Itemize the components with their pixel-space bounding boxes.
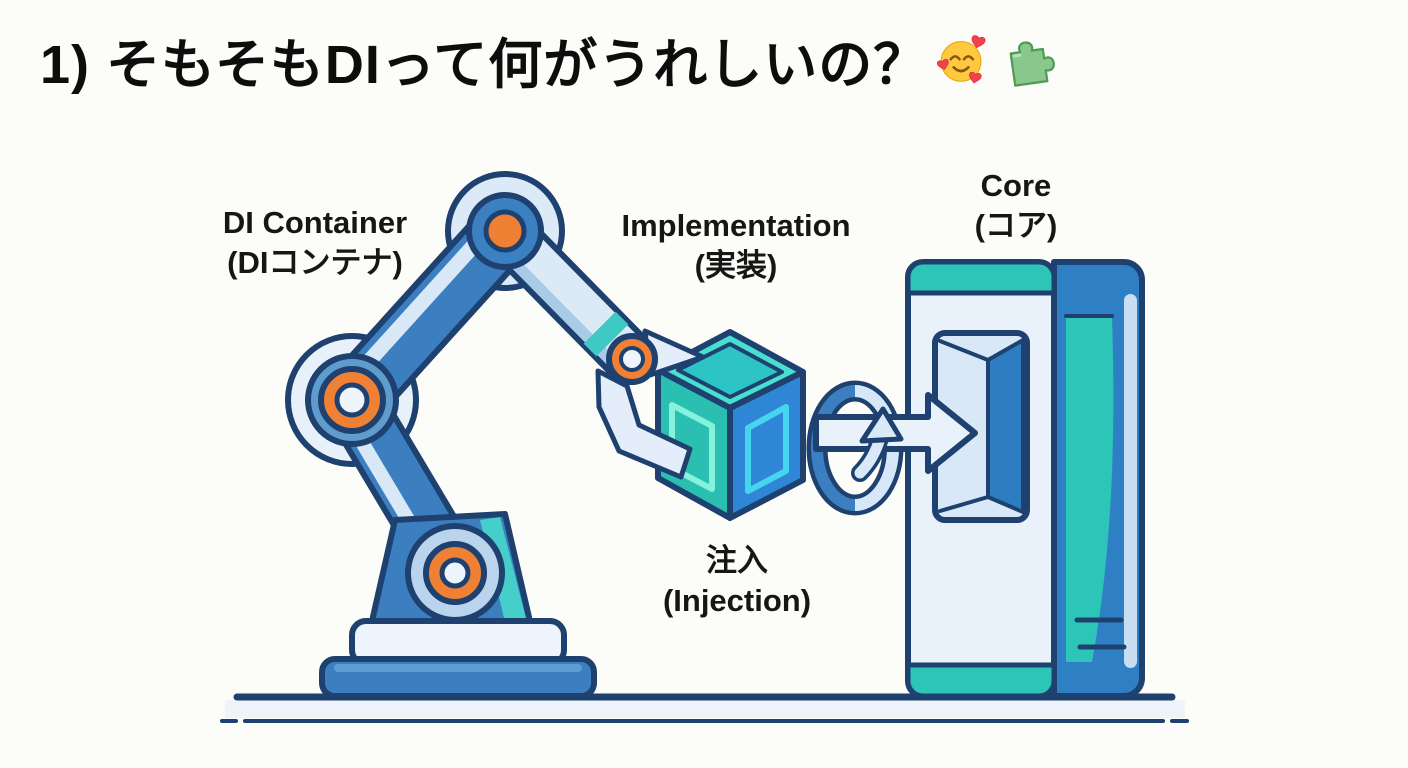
smiling-face-with-hearts-emoji [937, 34, 986, 83]
label-injection: 注入 (Injection) [663, 541, 811, 620]
elbow-joint [305, 353, 399, 447]
page-title: 1) そもそもDIって何がうれしいの？ [40, 20, 1056, 99]
label-di-container-ja: (DIコンテナ) [227, 244, 403, 280]
robot-arm [285, 171, 657, 699]
label-core-en: Core [980, 168, 1052, 203]
base-joint [405, 523, 505, 623]
label-implementation: Implementation (実装) [621, 206, 850, 285]
label-di-container-en: DI Container [222, 205, 408, 240]
injection-slot [932, 330, 1030, 523]
label-injection-ja: 注入 [705, 543, 768, 578]
shoulder-joint [466, 192, 544, 270]
label-di-container: DI Container (DIコンテナ) [223, 203, 407, 282]
gripper [595, 328, 706, 480]
label-core: Core (コア) [975, 166, 1058, 245]
label-implementation-en: Implementation [621, 208, 851, 243]
page-title-text: 1) そもそもDIって何がうれしいの？ [40, 35, 929, 95]
label-implementation-ja: (実装) [694, 247, 778, 283]
ground-line [220, 693, 1189, 723]
core-machine [905, 259, 1145, 699]
puzzle-piece-emoji [1009, 40, 1056, 87]
label-core-ja: (コア) [974, 207, 1058, 243]
label-injection-en: (Injection) [662, 582, 812, 618]
rotation-arrowhead [851, 406, 904, 482]
